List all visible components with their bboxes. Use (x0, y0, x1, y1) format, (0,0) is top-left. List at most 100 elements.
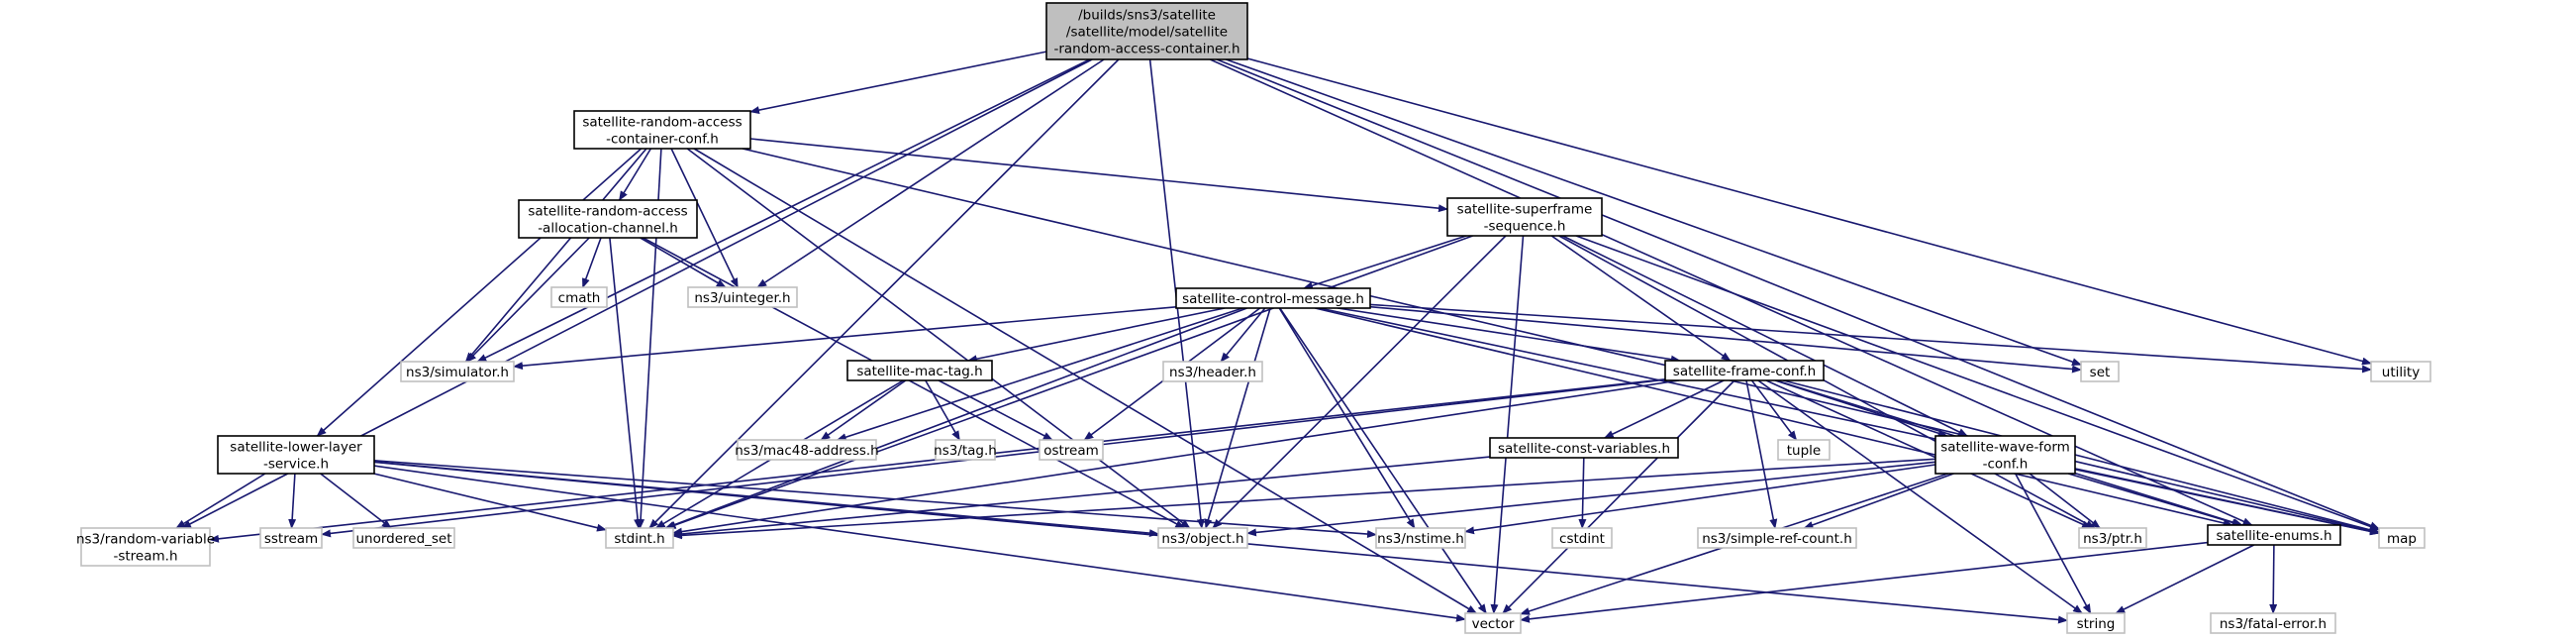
node-mac-tag[interactable]: satellite-mac-tag.h (846, 360, 993, 381)
node-label: -allocation-channel.h (538, 221, 678, 237)
edge-superframe-to-ptr (1558, 235, 2096, 529)
edge-wave-form-to-map (2074, 469, 2380, 536)
node-map: map (2378, 527, 2426, 549)
edge-lower-layer-to-stdint (373, 473, 607, 532)
node-label: /builds/sns3/satellite (1078, 8, 1216, 24)
node-enums[interactable]: satellite-enums.h (2207, 524, 2341, 546)
node-string: string (2066, 612, 2126, 634)
node-box (2210, 612, 2336, 634)
edge-superframe-to-frame-conf (1550, 235, 1732, 362)
edge-ra-alloc-to-cmath (581, 237, 602, 288)
edge-frame-conf-to-ptr (1765, 379, 2092, 529)
node-label: -container-conf.h (606, 132, 719, 148)
edge-lower-layer-to-vector (373, 465, 1466, 622)
edge-ctrl-msg-to-utility (1369, 303, 2372, 374)
edge-rac-conf-to-simulator (464, 148, 647, 363)
node-stdint: stdint.h (605, 527, 674, 549)
node-header: ns3/header.h (1162, 361, 1263, 382)
node-box (1157, 527, 1248, 549)
node-const-vars[interactable]: satellite-const-variables.h (1489, 437, 1679, 459)
node-rac-conf[interactable]: satellite-random-access-container-conf.h (573, 110, 751, 150)
node-ostream: ostream (1039, 439, 1104, 461)
node-label: ns3/uinteger.h (694, 290, 790, 306)
edge-root-to-stdint (648, 58, 1120, 529)
edge-ctrl-msg-to-set (1369, 305, 2082, 374)
edge-wave-form-to-string (2014, 473, 2092, 614)
node-label: tuple (1787, 443, 1821, 459)
edge-enums-to-fatal-error (2269, 544, 2278, 614)
node-box (1039, 439, 1104, 461)
edge-wave-form-to-enums (2067, 473, 2242, 527)
node-label: stdint.h (614, 531, 664, 547)
node-box (573, 110, 751, 150)
node-label: unordered_set (355, 531, 451, 547)
node-box (550, 286, 608, 308)
node-box (2078, 527, 2147, 549)
node-box (1551, 527, 1613, 549)
edge-frame-conf-to-tuple (1750, 379, 1798, 441)
node-label: set (2090, 365, 2111, 380)
node-label: ns3/simple-ref-count.h (1702, 531, 1852, 547)
node-box (605, 527, 674, 549)
node-superframe[interactable]: satellite-superframe-sequence.h (1446, 197, 1603, 237)
edge-root-to-set (1226, 58, 2082, 366)
node-label: ns3/tag.h (934, 443, 997, 459)
node-frame-conf[interactable]: satellite-frame-conf.h (1664, 360, 1825, 381)
node-box (846, 360, 993, 381)
node-tuple: tuple (1777, 439, 1831, 461)
node-cmath: cmath (550, 286, 608, 308)
node-label: cstdint (1559, 531, 1605, 547)
node-ra-alloc[interactable]: satellite-random-access-allocation-chann… (518, 199, 698, 239)
edge-superframe-to-ctrl-msg (1303, 235, 1467, 290)
node-label: utility (2382, 365, 2420, 380)
node-box (1777, 439, 1831, 461)
edge-mac-tag-to-tag (925, 379, 960, 441)
edge-ctrl-msg-to-mac-tag (966, 307, 1226, 364)
edge-wave-form-to-object (1246, 461, 1936, 537)
node-box (2080, 361, 2120, 382)
node-box (1446, 197, 1603, 237)
node-wave-form[interactable]: satellite-wave-form-conf.h (1934, 435, 2076, 475)
node-label: -random-access-container.h (1053, 42, 1239, 57)
node-label: ns3/nstime.h (1377, 531, 1464, 547)
node-label: ns3/simulator.h (406, 365, 509, 380)
edge-const-vars-to-stdint (672, 456, 1491, 538)
edge-ctrl-msg-to-stdint (664, 307, 1247, 529)
node-label: map (2387, 531, 2417, 547)
node-box (518, 199, 698, 239)
node-label: sstream (264, 531, 318, 547)
edge-superframe-to-vector (1490, 235, 1525, 614)
node-box (2370, 361, 2431, 382)
edge-ctrl-msg-to-simulator (513, 306, 1177, 371)
node-label: satellite-lower-layer (230, 440, 362, 456)
node-box (352, 527, 455, 549)
edge-wave-form-to-simple-ref (1803, 473, 1954, 529)
node-box (935, 439, 996, 461)
edge-enums-to-vector (1520, 541, 2209, 623)
node-label: satellite-control-message.h (1182, 291, 1364, 307)
edge-ctrl-msg-to-frame-conf (1338, 307, 1681, 364)
node-simulator: ns3/simulator.h (400, 361, 515, 382)
edge-enums-to-string (2115, 544, 2255, 614)
edge-rac-conf-to-ra-alloc (618, 148, 652, 201)
node-box (1934, 435, 2076, 475)
edge-wave-form-to-nstime (1464, 464, 1936, 535)
node-lower-layer[interactable]: satellite-lower-layer-service.h (217, 435, 375, 475)
node-box (217, 435, 375, 475)
edge-rac-conf-to-object (686, 148, 1191, 529)
edge-lower-layer-to-random-var (175, 473, 266, 529)
edge-root-to-rac-conf (749, 51, 1047, 115)
edge-ctrl-msg-to-enums (1315, 307, 2233, 527)
node-box (1045, 2, 1248, 60)
edge-frame-conf-to-map (1783, 379, 2380, 534)
node-root[interactable]: /builds/sns3/satellite/satellite/model/s… (1045, 2, 1248, 60)
node-ctrl-msg[interactable]: satellite-control-message.h (1175, 287, 1371, 309)
node-box (1464, 612, 1522, 634)
node-label: satellite-wave-form (1940, 440, 2070, 456)
edge-frame-conf-to-simple-ref (1745, 379, 1778, 529)
edge-lower-layer-to-nstime (373, 460, 1377, 539)
node-sstream: sstream (259, 527, 323, 549)
node-box (2378, 527, 2426, 549)
edge-ctrl-msg-to-object (1204, 307, 1271, 529)
